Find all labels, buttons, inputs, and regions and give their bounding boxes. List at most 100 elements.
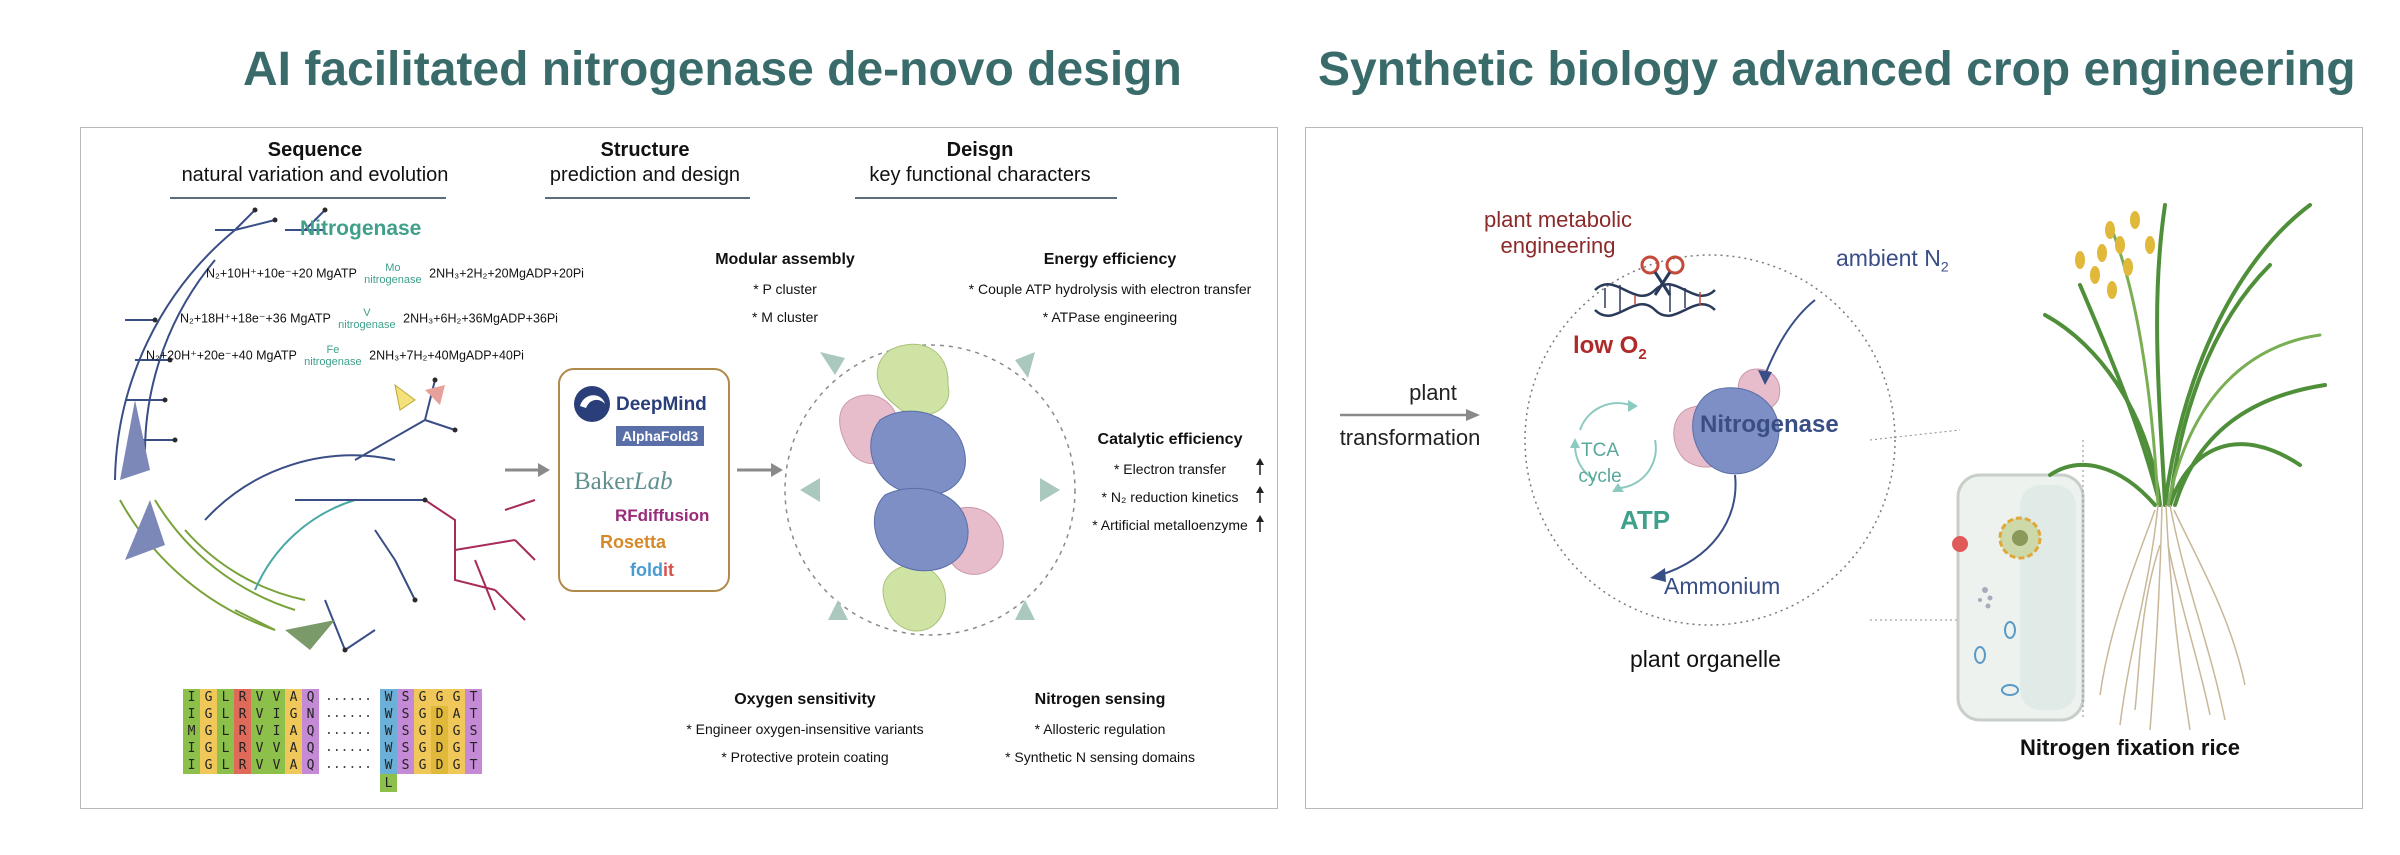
equation-mo-right: 2NH₃+2H₂+20MgADP+20Pi bbox=[429, 266, 584, 281]
alignment-right-residue: W bbox=[380, 740, 397, 757]
alignment-right-row: WSGDATL bbox=[380, 705, 493, 741]
alignment-right-residue: G bbox=[448, 723, 465, 740]
equation-mo-left: N₂+10H⁺+10e⁻+20 MgATP bbox=[206, 266, 357, 281]
alignment-right-residue: T bbox=[465, 757, 482, 774]
metabolic-a: plant metabolic bbox=[1484, 207, 1632, 232]
alignment-right-residue: S bbox=[465, 723, 482, 740]
feature-nitrogen-item-1: * Allosteric regulation bbox=[1034, 721, 1166, 737]
alignment-right-residue: G bbox=[414, 723, 431, 740]
header-structure-underline bbox=[545, 197, 750, 199]
feature-modular-item-2: * M cluster bbox=[751, 309, 819, 325]
catalytic-arrows-icon bbox=[1256, 458, 1264, 532]
feature-modular-title: Modular assembly bbox=[715, 251, 855, 268]
plant-transformation-b: transformation bbox=[1339, 425, 1481, 450]
alignment-left-residue: G bbox=[200, 740, 217, 757]
flow-arrow-right bbox=[737, 463, 783, 477]
ambient-text: ambient N bbox=[1836, 245, 1941, 271]
alignment-right-residue: L bbox=[380, 775, 397, 792]
alignment-right-residue: S bbox=[397, 740, 414, 757]
alignment-left-residue: A bbox=[285, 689, 302, 706]
alignment-right-row: WSGGGTL bbox=[380, 688, 493, 724]
equation-fe-left: N₂+20H⁺+20e⁻+40 MgATP bbox=[146, 348, 297, 363]
alignment-right-row: WSGDGTI bbox=[380, 739, 493, 775]
alignment-left-residue: V bbox=[251, 723, 268, 740]
alignment-left-residue: L bbox=[217, 723, 234, 740]
alignment-left-residue: V bbox=[251, 706, 268, 723]
alignment-left-residue: G bbox=[285, 706, 302, 723]
alignment-left-residue: Q bbox=[302, 689, 319, 706]
alignment-left-residue: G bbox=[200, 689, 217, 706]
equation-v-cat1: V bbox=[363, 307, 371, 319]
feature-nitrogen: Nitrogen sensing * Allosteric regulation… bbox=[985, 685, 1215, 771]
alignment-left-residue: R bbox=[234, 757, 251, 774]
organelle-nitrogenase-label: Nitrogenase bbox=[1700, 411, 1839, 438]
feature-energy-item-1: * Couple ATP hydrolysis with electron tr… bbox=[968, 281, 1252, 297]
bakerlab-part-b: Lab bbox=[633, 468, 673, 495]
alignment-left-residue: I bbox=[183, 757, 200, 774]
nitrogen-fixation-rice-label: Nitrogen fixation rice bbox=[2020, 735, 2241, 760]
phylogenetic-tree bbox=[114, 207, 536, 653]
alignment-right-residue: W bbox=[380, 706, 397, 723]
metabolic-b: engineering bbox=[1500, 233, 1616, 258]
alignment-right-block: WSGGGTLWSGDATLWSGDGSLWSGDGTIWSGDGTL bbox=[380, 688, 493, 792]
header-sequence: Sequence natural variation and evolution bbox=[150, 138, 480, 188]
atp-label: ATP bbox=[1620, 505, 1671, 535]
equation-v-cat2: nitrogenase bbox=[338, 319, 396, 331]
equation-fe-cat1: Fe bbox=[326, 344, 340, 356]
ambient-n2-label: ambient N2 bbox=[1836, 245, 1949, 275]
alignment-right-residue: G bbox=[414, 689, 431, 706]
alignment-right-residue: S bbox=[397, 689, 414, 706]
alignment-left-residue: A bbox=[285, 723, 302, 740]
right-panel bbox=[1305, 127, 2363, 809]
alignment-right-residue: T bbox=[465, 706, 482, 723]
feature-catalytic: Catalytic efficiency * Electron transfer… bbox=[1070, 425, 1270, 539]
alignment-left-residue: R bbox=[234, 706, 251, 723]
feature-oxygen-title: Oxygen sensitivity bbox=[734, 691, 876, 708]
foldit-part-b: it bbox=[663, 560, 674, 580]
alignment-left-residue: R bbox=[234, 689, 251, 706]
plant-transformation-a: plant bbox=[1409, 380, 1457, 405]
header-sequence-sub: natural variation and evolution bbox=[181, 164, 449, 186]
alignment-left-residue: V bbox=[268, 689, 285, 706]
flow-arrows bbox=[505, 463, 550, 477]
alignment-right-residue: G bbox=[448, 740, 465, 757]
alignment-left-residue: I bbox=[268, 723, 285, 740]
equation-v-right: 2NH₃+6H₂+36MgADP+36Pi bbox=[403, 311, 558, 326]
alignment-left-residue: G bbox=[200, 757, 217, 774]
header-design-underline bbox=[855, 197, 1117, 199]
tca-b: cycle bbox=[1578, 466, 1622, 487]
alignment-left-residue: A bbox=[285, 740, 302, 757]
equation-fe-cat2: nitrogenase bbox=[304, 356, 362, 368]
header-sequence-title: Sequence bbox=[267, 139, 363, 161]
tca-cycle-label: TCA cycle bbox=[1570, 438, 1630, 490]
equation-mo-cat1: Mo bbox=[385, 262, 401, 274]
alignment-right-residue: D bbox=[431, 740, 448, 757]
metabolic-engineering-label: plant metabolic engineering bbox=[1468, 207, 1648, 259]
header-design: Deisgn key functional characters bbox=[850, 138, 1110, 188]
alignment-right-residue: G bbox=[448, 757, 465, 774]
feature-energy-title: Energy efficiency bbox=[1043, 251, 1177, 268]
plant-transformation-arrow bbox=[1340, 409, 1480, 421]
equation-v: N₂+18H⁺+18e⁻+36 MgATP V nitrogenase 2NH₃… bbox=[180, 307, 558, 331]
equation-v-left: N₂+18H⁺+18e⁻+36 MgATP bbox=[180, 311, 331, 326]
feature-catalytic-item-3: * Artificial metalloenzyme bbox=[1092, 517, 1248, 533]
header-design-sub: key functional characters bbox=[869, 164, 1091, 186]
low-o2-sub: 2 bbox=[1638, 345, 1647, 363]
ambient-sub: 2 bbox=[1940, 258, 1949, 275]
alignment-left-residue: V bbox=[268, 740, 285, 757]
alignment-right-residue: W bbox=[380, 689, 397, 706]
ammonium-label: Ammonium bbox=[1664, 573, 1781, 599]
feature-nitrogen-item-2: * Synthetic N sensing domains bbox=[1005, 749, 1195, 765]
header-structure-sub: prediction and design bbox=[549, 164, 741, 186]
equation-mo-cat2: nitrogenase bbox=[364, 274, 422, 286]
alignment-right-residue: W bbox=[380, 723, 397, 740]
organelle-diagram bbox=[1524, 254, 1896, 626]
header-sequence-underline bbox=[170, 197, 446, 199]
alignment-left-residue: Q bbox=[302, 757, 319, 774]
feature-energy: Energy efficiency * Couple ATP hydrolysi… bbox=[960, 245, 1260, 331]
alignment-right-residue: D bbox=[431, 723, 448, 740]
alignment-left-residue: A bbox=[285, 757, 302, 774]
